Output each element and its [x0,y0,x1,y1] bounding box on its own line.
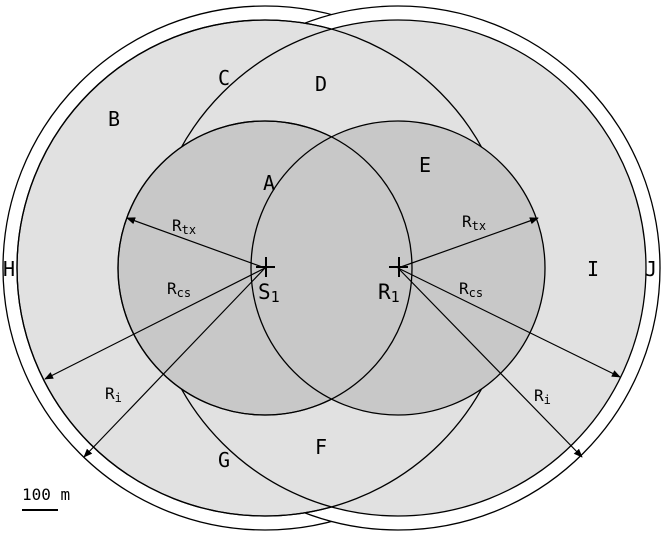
radius-label-s1-tx: Rtx [172,216,196,237]
region-label-h: H [3,257,15,281]
node-s1-cross-icon [256,257,275,277]
radius-label-r1-tx: Rtx [462,212,486,233]
arrow-r1-i [397,267,583,458]
arrow-s1-tx [126,217,266,269]
node-label-r1: R1 [378,280,400,306]
arrow-r1-tx [397,217,539,269]
region-label-i: I [587,257,599,281]
transmission-outline-s1 [117,120,413,416]
region-label-f: F [315,435,327,459]
region-label-d: D [315,72,327,96]
radius-label-s1-i: Ri [105,384,122,405]
region-label-a: A [263,171,275,195]
node-label-s1: S1 [258,280,280,306]
arrow-s1-cs [44,267,266,380]
node-r1-cross-icon [389,257,408,277]
radius-label-s1-cs: Rcs [167,279,191,300]
arrow-s1-i [83,267,266,458]
scale-bar: 100 m [22,485,70,511]
region-label-c: C [218,66,230,90]
radius-label-r1-i: Ri [534,386,551,407]
region-label-g: G [218,448,230,472]
scale-bar-label: 100 m [22,485,70,504]
region-label-b: B [108,107,120,131]
region-label-e: E [419,153,431,177]
region-label-j: J [645,257,657,281]
radius-label-r1-cs: Rcs [459,279,483,300]
arrow-r1-cs [397,267,621,378]
